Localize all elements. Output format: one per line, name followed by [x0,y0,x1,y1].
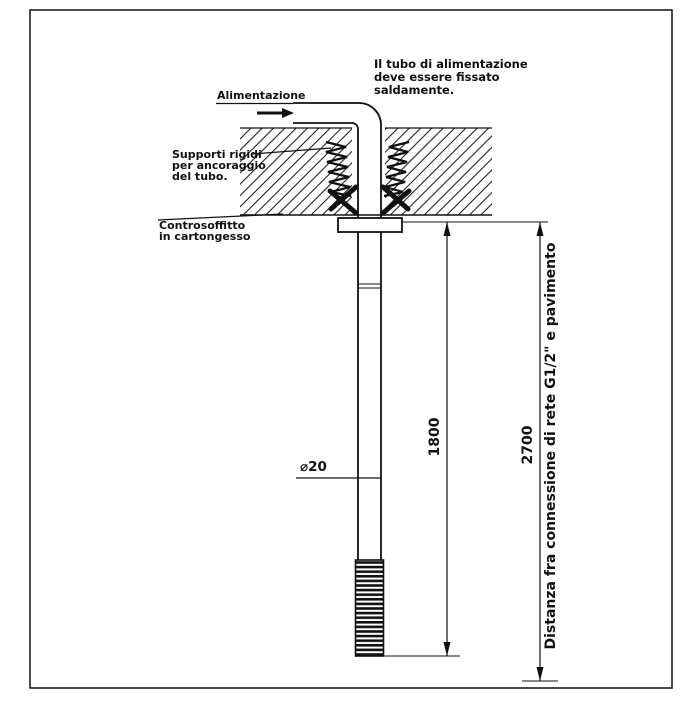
toggle-right-wing-b [380,188,412,216]
supply-note-line-3: saldamente. [374,83,454,97]
distance-note: Distanza fra connessione di rete G1/2" e… [543,242,559,649]
riser-pipe [357,232,382,560]
dimension-2700: 2700 [520,222,558,682]
diameter-label: ⌀20 [300,459,327,475]
toggle-left-wing-b [327,188,359,216]
ribbed-pipe-end [354,559,385,657]
drawing-border [29,9,673,689]
pipe-outer-edge [293,102,382,218]
false-ceiling-label-line-2: in cartongesso [159,230,251,243]
spring-left [325,140,352,198]
supply-label: Alimentazione [217,89,306,102]
supports-label-line-1: Supporti rigidi [172,148,262,161]
supply-pipe [293,102,382,218]
ceiling-flange [337,217,403,233]
toggle-left-wing-a [328,184,359,212]
false-ceiling-callout: Controsoffitto in cartongesso [157,213,284,243]
false-ceiling-label-line-1: Controsoffitto [159,219,246,232]
supply-note-line-1: Il tubo di alimentazione [374,57,528,71]
ceiling-slab-hatch [240,127,492,216]
spring-right [380,140,410,198]
supply-note: Il tubo di alimentazione deve essere fis… [374,57,528,97]
anchor-springs [325,140,410,198]
supply-callout: Alimentazione [216,89,306,118]
toggle-right-wing-a [380,184,411,212]
supports-callout: Supporti rigidi per ancoraggio del tubo. [172,147,332,183]
supports-label-line-2: per ancoraggio [172,159,266,172]
dimension-1800: 1800 [384,221,548,657]
supply-note-line-2: deve essere fissato [374,70,500,84]
supports-leader-line [251,147,332,155]
supply-arrow-head [282,108,294,118]
dim-arrow-1800-bottom [443,642,451,656]
supports-label-line-3: del tubo. [172,170,228,183]
diameter-dimension: ⌀20 [296,459,381,479]
dim-arrow-2700-bottom [536,667,544,681]
dim-label-2700: 2700 [520,425,536,464]
dim-label-1800: 1800 [427,417,443,456]
false-ceiling-leader-line [157,213,284,221]
dim-arrow-1800-top [443,222,451,236]
dim-arrow-2700-top [536,222,544,236]
anchor-toggles [327,184,412,216]
pipe-inner-edge [293,122,359,218]
